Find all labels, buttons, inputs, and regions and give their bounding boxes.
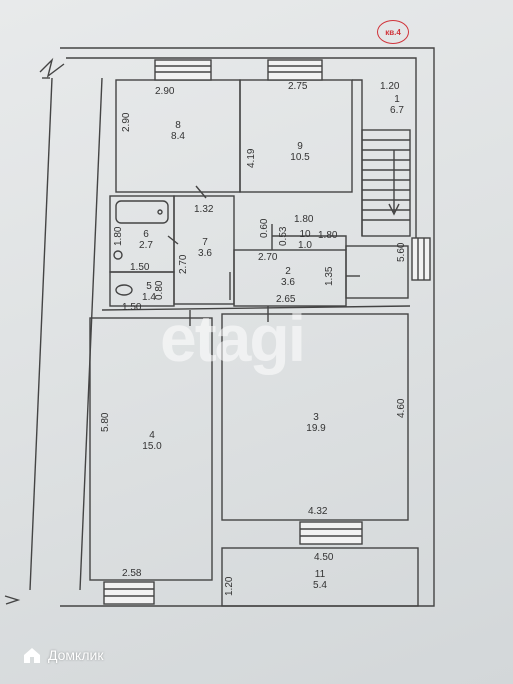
dim-2-58: 2.58	[122, 568, 142, 579]
dim-2-75: 2.75	[288, 81, 308, 92]
room-3-label: 3 19.9	[306, 412, 326, 434]
room-number: 6	[143, 229, 149, 240]
room-area: 2.7	[139, 240, 153, 251]
room-area: 1.0	[298, 240, 312, 251]
room-1-label: 1 6.7	[390, 94, 404, 116]
room-6-label: 6 2.7	[139, 229, 153, 251]
dim-4-32: 4.32	[308, 506, 328, 517]
room-5-outline	[109, 271, 175, 307]
dim-2-70-a: 2.70	[178, 254, 189, 274]
room-area: 1.4	[142, 292, 156, 303]
room-number: 4	[149, 430, 155, 441]
dim-4-19: 4.19	[246, 148, 257, 168]
room-number: 2	[285, 266, 291, 277]
house-icon	[24, 648, 40, 663]
room-5-label: 5 1.4	[142, 281, 156, 303]
dim-4-50: 4.50	[314, 552, 334, 563]
brand-badge: Домклик	[22, 646, 103, 664]
room-area: 10.5	[290, 152, 310, 163]
room-area: 8.4	[171, 131, 185, 142]
room-9-label: 9 10.5	[290, 141, 310, 163]
room-number: 10	[299, 229, 311, 240]
room-area: 6.7	[390, 105, 404, 116]
room-10-label: 10 1.0	[298, 229, 312, 251]
room-9-outline	[239, 79, 353, 193]
room-number: 1	[394, 94, 400, 105]
room-number: 3	[313, 412, 319, 423]
room-number: 5	[146, 281, 152, 292]
dim-5-80: 5.80	[100, 412, 111, 432]
dim-2-90-side: 2.90	[121, 112, 132, 132]
dim-0-53: 0.53	[278, 226, 289, 246]
dim-1-50-a: 1.50	[130, 262, 150, 273]
room-area: 15.0	[142, 441, 162, 452]
room-4-outline	[89, 317, 213, 581]
room-number: 9	[297, 141, 303, 152]
room-11-label: 11 5.4	[313, 569, 327, 591]
dim-0-60: 0.60	[259, 218, 270, 238]
watermark: etagi	[160, 301, 306, 375]
dim-1-20-bottom: 1.20	[224, 576, 235, 596]
dim-2-65: 2.65	[276, 294, 296, 305]
dim-1-80-left: 1.80	[113, 226, 124, 246]
dim-1-20-top: 1.20	[380, 81, 400, 92]
toilet	[115, 284, 133, 296]
room-number: 8	[175, 120, 181, 131]
bathtub	[115, 200, 169, 224]
dim-0-80: 0.80	[154, 280, 165, 300]
sink	[113, 250, 123, 260]
apartment-stamp: кв.4	[377, 20, 409, 44]
staircase	[361, 129, 411, 237]
room-area: 19.9	[306, 423, 326, 434]
room-number: 11	[315, 569, 326, 580]
room-4-label: 4 15.0	[142, 430, 162, 452]
room-area: 3.6	[198, 248, 212, 259]
room-8-label: 8 8.4	[171, 120, 185, 142]
brand-name: Домклик	[48, 647, 104, 663]
dim-1-80-c: 1.80	[318, 230, 338, 241]
dim-1-35: 1.35	[324, 266, 335, 286]
room-3-outline	[221, 313, 409, 521]
room-number: 7	[202, 237, 208, 248]
corridor-wall	[29, 77, 53, 591]
room-area: 3.6	[281, 277, 295, 288]
dim-5-60: 5.60	[396, 242, 407, 262]
dim-4-60: 4.60	[396, 398, 407, 418]
dim-1-50-b: 1.50	[122, 302, 142, 313]
room-11-outline	[221, 547, 419, 607]
room-area: 5.4	[313, 580, 327, 591]
dim-1-80-b: 1.80	[294, 214, 314, 225]
dim-1-32: 1.32	[194, 204, 214, 215]
dim-2-90-top: 2.90	[155, 86, 175, 97]
dim-2-70-b: 2.70	[258, 252, 278, 263]
room-7-label: 7 3.6	[198, 237, 212, 259]
room-2-label: 2 3.6	[281, 266, 295, 288]
